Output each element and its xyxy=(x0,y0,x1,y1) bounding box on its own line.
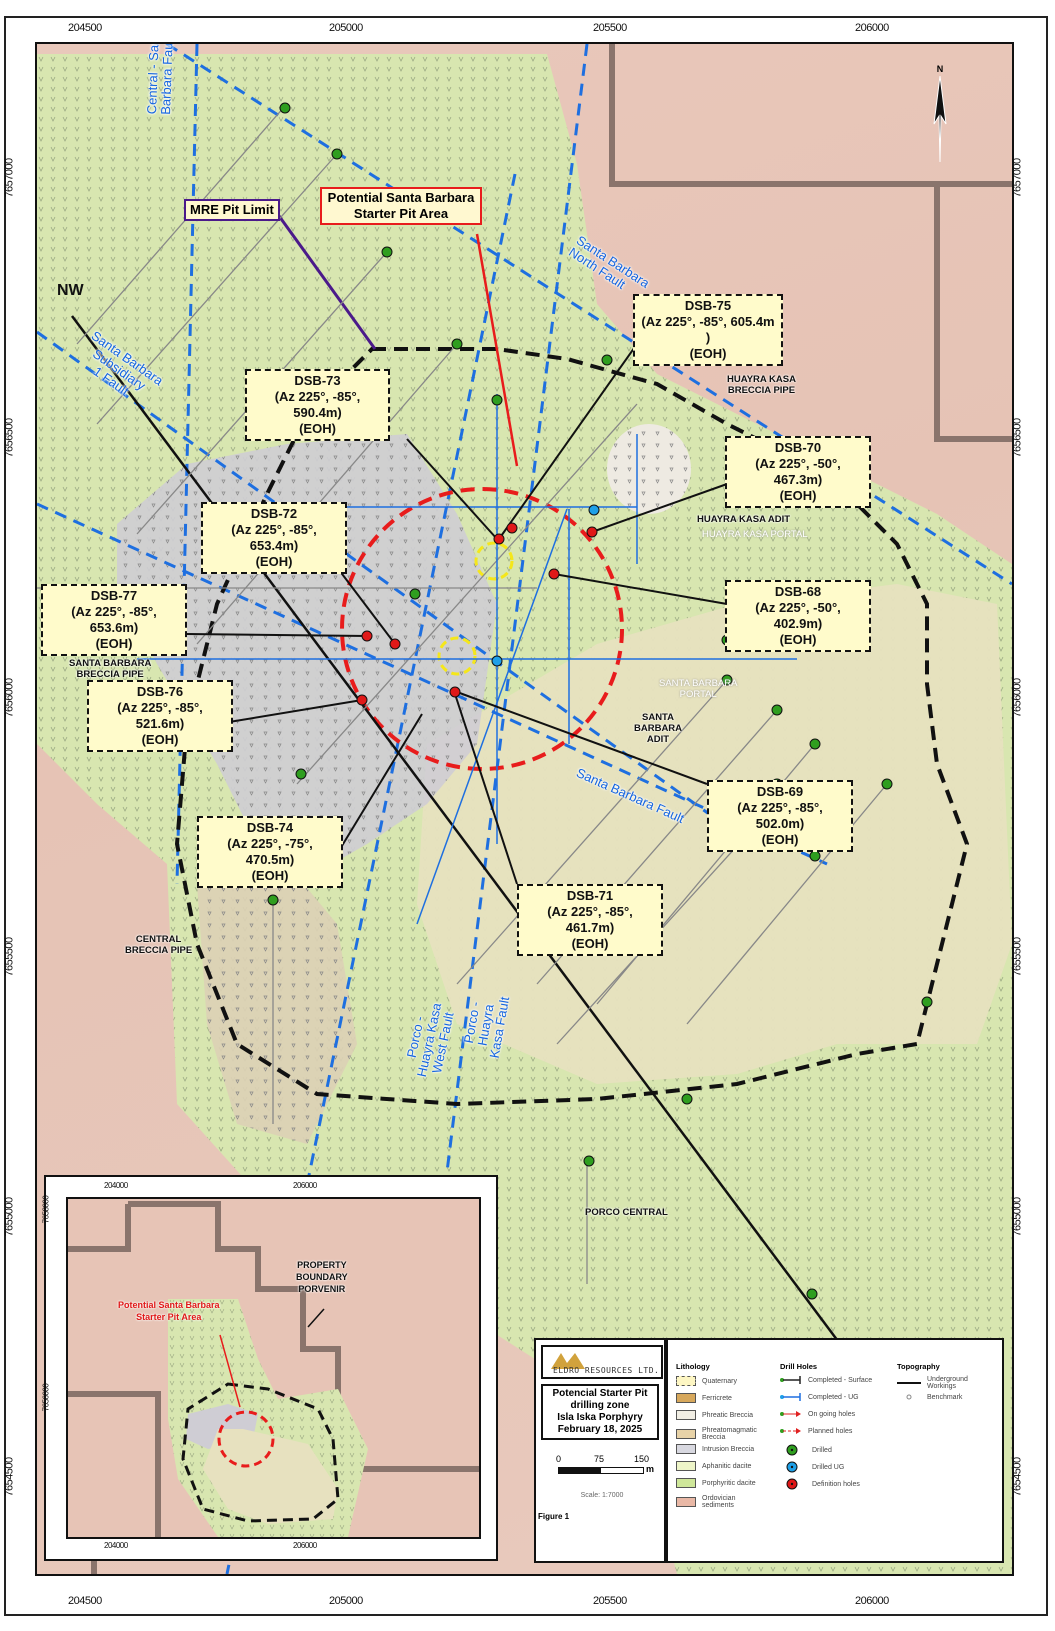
x-tick-bottom: 205500 xyxy=(593,1595,627,1607)
callout-dsb-72[interactable]: DSB-72(Az 225°, -85°, 653.4m)(EOH) xyxy=(201,502,347,574)
x-tick-top: 205000 xyxy=(329,22,363,34)
project-title: Potencial Starter Pit drilling zone Isla… xyxy=(541,1384,659,1440)
mre-pit-limit-label: MRE Pit Limit xyxy=(184,199,280,221)
legend-drill-holes-title: Drill Holes xyxy=(780,1362,818,1371)
north-arrow-icon xyxy=(933,75,947,163)
legend-hole-planned: Planned holes xyxy=(780,1427,852,1435)
figure-label: Figure 1 xyxy=(538,1512,570,1521)
scale-ratio: Scale: 1:7000 xyxy=(580,1492,624,1499)
legend-lithology-title: Lithology xyxy=(676,1362,710,1371)
x-tick-bottom: 204500 xyxy=(68,1595,102,1607)
north-label: N xyxy=(936,64,944,74)
legend-hole-completed-surface: Completed - Surface xyxy=(780,1376,872,1384)
y-tick-left: 7654500 xyxy=(3,1457,16,1497)
inset-y-tick: 7656000 xyxy=(41,1383,51,1412)
starter-pit-label: Potential Santa Barbara Starter Pit Area xyxy=(320,187,482,225)
inset-x-tick: 204000 xyxy=(104,1181,128,1190)
title-panel: ELDRO RESOURCES LTD. Potencial Starter P… xyxy=(534,1338,666,1563)
legend-lith-phreatomagmatic: Phreatomagmatic Breccia xyxy=(676,1427,762,1441)
legend-lith-ordovician: Ordovician sediments xyxy=(676,1495,752,1509)
legend-lith-quaternary: Quaternary xyxy=(676,1376,737,1386)
callout-dsb-68[interactable]: DSB-68(Az 225°, -50°, 402.9m)(EOH) xyxy=(725,580,871,652)
legend-lith-aphanitic: Aphanitic dacite xyxy=(676,1461,751,1471)
legend-topo-benchmark: Benchmark xyxy=(897,1393,962,1401)
legend-hole-drilled-ug: Drilled UG xyxy=(786,1461,844,1473)
legend-topography-title: Topography xyxy=(897,1362,940,1371)
x-tick-top: 204500 xyxy=(68,22,102,34)
x-tick-top: 206000 xyxy=(855,22,889,34)
company-logo: ELDRO RESOURCES LTD. xyxy=(541,1345,663,1379)
callout-dsb-71[interactable]: DSB-71(Az 225°, -85°, 461.7m)(EOH) xyxy=(517,884,663,956)
callout-dsb-73[interactable]: DSB-73(Az 225°, -85°, 590.4m)(EOH) xyxy=(245,369,390,441)
inset-x-tick: 206000 xyxy=(293,1541,317,1550)
legend-hole-drilled: Drilled xyxy=(786,1444,832,1456)
callout-dsb-69[interactable]: DSB-69(Az 225°, -85°, 502.0m)(EOH) xyxy=(707,780,853,852)
y-tick-left: 7657000 xyxy=(3,158,16,198)
place-huayra-kasa-adit: HUAYRA KASA ADIT xyxy=(697,514,791,525)
inset-location-map: 204000 206000 204000 206000 7658000 7656… xyxy=(41,1175,498,1561)
inset-x-tick: 206000 xyxy=(293,1181,317,1190)
callout-dsb-75[interactable]: DSB-75(Az 225°, -85°, 605.4m )(EOH) xyxy=(633,294,783,366)
legend-lith-porphyritic: Porphyritic dacite xyxy=(676,1478,756,1488)
place-porco-central: PORCO CENTRAL xyxy=(585,1207,668,1218)
map-legend-block: ELDRO RESOURCES LTD. Potencial Starter P… xyxy=(534,1338,1004,1563)
callout-dsb-70[interactable]: DSB-70(Az 225°, -50°, 467.3m)(EOH) xyxy=(725,436,871,508)
definition-hole-icon xyxy=(786,1478,798,1490)
drilled-ug-icon xyxy=(786,1461,798,1473)
y-tick-left: 7656500 xyxy=(3,418,16,458)
logo-mark-icon xyxy=(551,1353,585,1369)
legend-hole-definition: Definition holes xyxy=(786,1478,860,1490)
y-tick-left: 7655500 xyxy=(3,937,16,977)
legend-lith-intrusion: Intrusion Breccia xyxy=(676,1444,754,1454)
legend-panel: Lithology Drill Holes Topography Quatern… xyxy=(666,1338,1004,1563)
legend-topo-underground: Underground Workings xyxy=(897,1376,968,1390)
callout-dsb-76[interactable]: DSB-76(Az 225°, -85°, 521.6m)(EOH) xyxy=(87,680,233,752)
legend-lith-ferricrete: Ferricrete xyxy=(676,1393,732,1403)
benchmark-icon xyxy=(906,1394,912,1400)
inset-y-tick: 7658000 xyxy=(41,1195,51,1224)
callout-dsb-74[interactable]: DSB-74(Az 225°, -75°, 470.5m)(EOH) xyxy=(197,816,343,888)
scale-unit: m xyxy=(646,1464,655,1474)
inset-x-tick: 204000 xyxy=(104,1541,128,1550)
north-arrow: N xyxy=(932,64,948,169)
x-tick-bottom: 206000 xyxy=(855,1595,889,1607)
place-huayra-kasa-portal: HUAYRA KASA PORTAL xyxy=(702,529,808,540)
legend-hole-completed-ug: Completed - UG xyxy=(780,1393,859,1401)
legend-lith-phreatic: Phreatic Breccia xyxy=(676,1410,753,1420)
callout-dsb-77[interactable]: DSB-77(Az 225°, -85°, 653.6m)(EOH) xyxy=(41,584,187,656)
section-end-nw: NW xyxy=(57,282,84,299)
x-tick-bottom: 205000 xyxy=(329,1595,363,1607)
x-tick-top: 205500 xyxy=(593,22,627,34)
y-tick-left: 7655000 xyxy=(3,1197,16,1237)
y-tick-left: 7656000 xyxy=(3,678,16,718)
legend-hole-ongoing: On going holes xyxy=(780,1410,855,1418)
drilled-icon xyxy=(786,1444,798,1456)
scale-bar xyxy=(558,1467,644,1474)
